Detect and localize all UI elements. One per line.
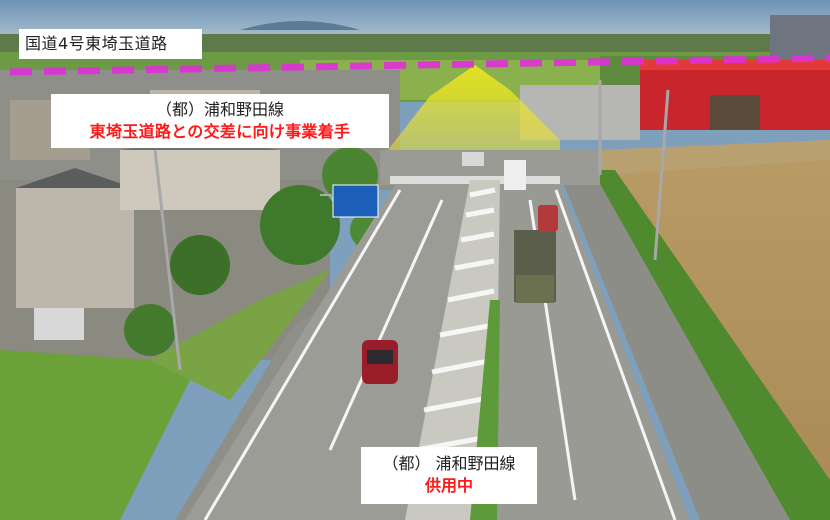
frontage-road-right xyxy=(560,175,790,520)
open-section-callout: （都） 浦和野田線 供用中 xyxy=(361,447,537,504)
grass-strip-right xyxy=(590,170,830,520)
planned-route-line xyxy=(9,54,830,76)
distant-mountain xyxy=(240,21,360,30)
white-car xyxy=(462,152,484,166)
white-truck xyxy=(504,160,526,190)
rice-field-left xyxy=(0,350,190,520)
house-1 xyxy=(16,188,134,308)
house-2 xyxy=(120,150,280,210)
lower-road-name: （都） 浦和野田線 xyxy=(382,454,516,473)
direction-sign xyxy=(332,184,379,218)
upper-status: 東埼玉道路との交差に向け事業着手 xyxy=(89,122,351,141)
route-title-label: 国道4号東埼玉道路 xyxy=(19,29,202,59)
lower-status: 供用中 xyxy=(424,476,473,495)
tower-building xyxy=(770,15,830,60)
dump-truck xyxy=(514,230,556,303)
red-car xyxy=(362,340,398,384)
car xyxy=(538,205,558,231)
horizon-trees xyxy=(0,34,830,54)
road-left-carriageway xyxy=(185,185,490,520)
shed xyxy=(34,308,84,340)
upper-road-name: （都）浦和野田線 xyxy=(155,100,284,119)
planned-junction-highlight xyxy=(388,65,560,150)
utility-poles xyxy=(153,80,670,371)
tree xyxy=(260,185,340,265)
planned-section-callout: （都）浦和野田線 東埼玉道路との交差に向け事業着手 xyxy=(51,94,389,148)
lane-markings xyxy=(203,189,677,520)
